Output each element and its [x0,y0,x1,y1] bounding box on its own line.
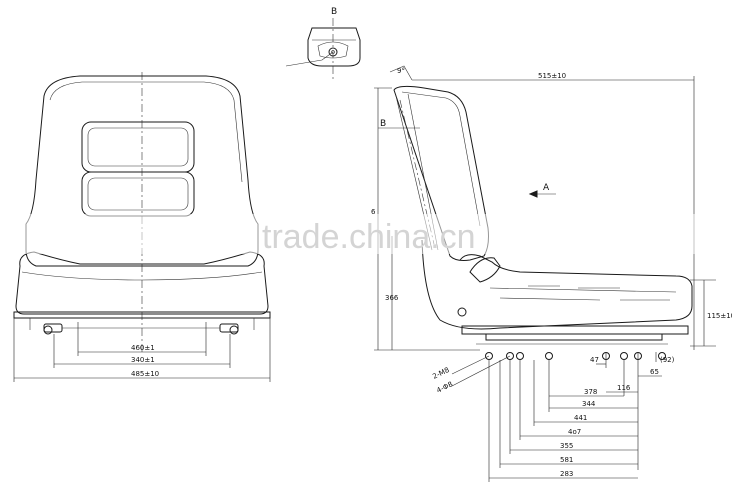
side-dim-offset-47: 47 [590,356,599,364]
side-dim-467: 4o7 [568,428,581,436]
side-dim-offset-92: (92) [660,356,675,364]
watermark: trade.china.cn [0,214,732,256]
side-dim-height-lower: 366 [385,294,399,302]
side-dim-283: 283 [560,470,573,478]
detail-view-label: B [331,7,337,17]
side-dim-top-angle: 9° [397,67,405,75]
side-view: 9° 515±10 B A 6 366 [371,65,732,482]
side-dim-base-height: 115±10 [707,312,732,320]
front-dim-inner: 460±1 [131,344,155,352]
front-dim-middle: 340±1 [131,356,155,364]
side-arrow-label: A [543,183,550,193]
side-hole-spec-b: 4-Φ8 [435,380,454,395]
side-dim-offset-65: 65 [650,368,659,376]
front-dim-overall: 485±10 [131,370,159,378]
watermark-text: trade.china.cn [262,218,476,256]
side-dim-height-upper: 6 [371,208,376,216]
side-hole-spec-a: 2-M8 [431,366,450,381]
side-section-label: B [380,119,386,129]
side-dim-355: 355 [560,442,573,450]
side-dim-441: 441 [574,414,587,422]
side-dim-378: 378 [584,388,597,396]
side-dim-581: 581 [560,456,573,464]
mounting-holes [485,352,666,360]
dimension-ladder: 116 378 344 441 4o7 355 581 283 [488,360,639,482]
detail-view-b: B [285,7,361,80]
side-dim-344: 344 [582,400,596,408]
side-dim-overall-depth: 515±10 [538,72,566,80]
side-dim-116: 116 [617,384,631,392]
